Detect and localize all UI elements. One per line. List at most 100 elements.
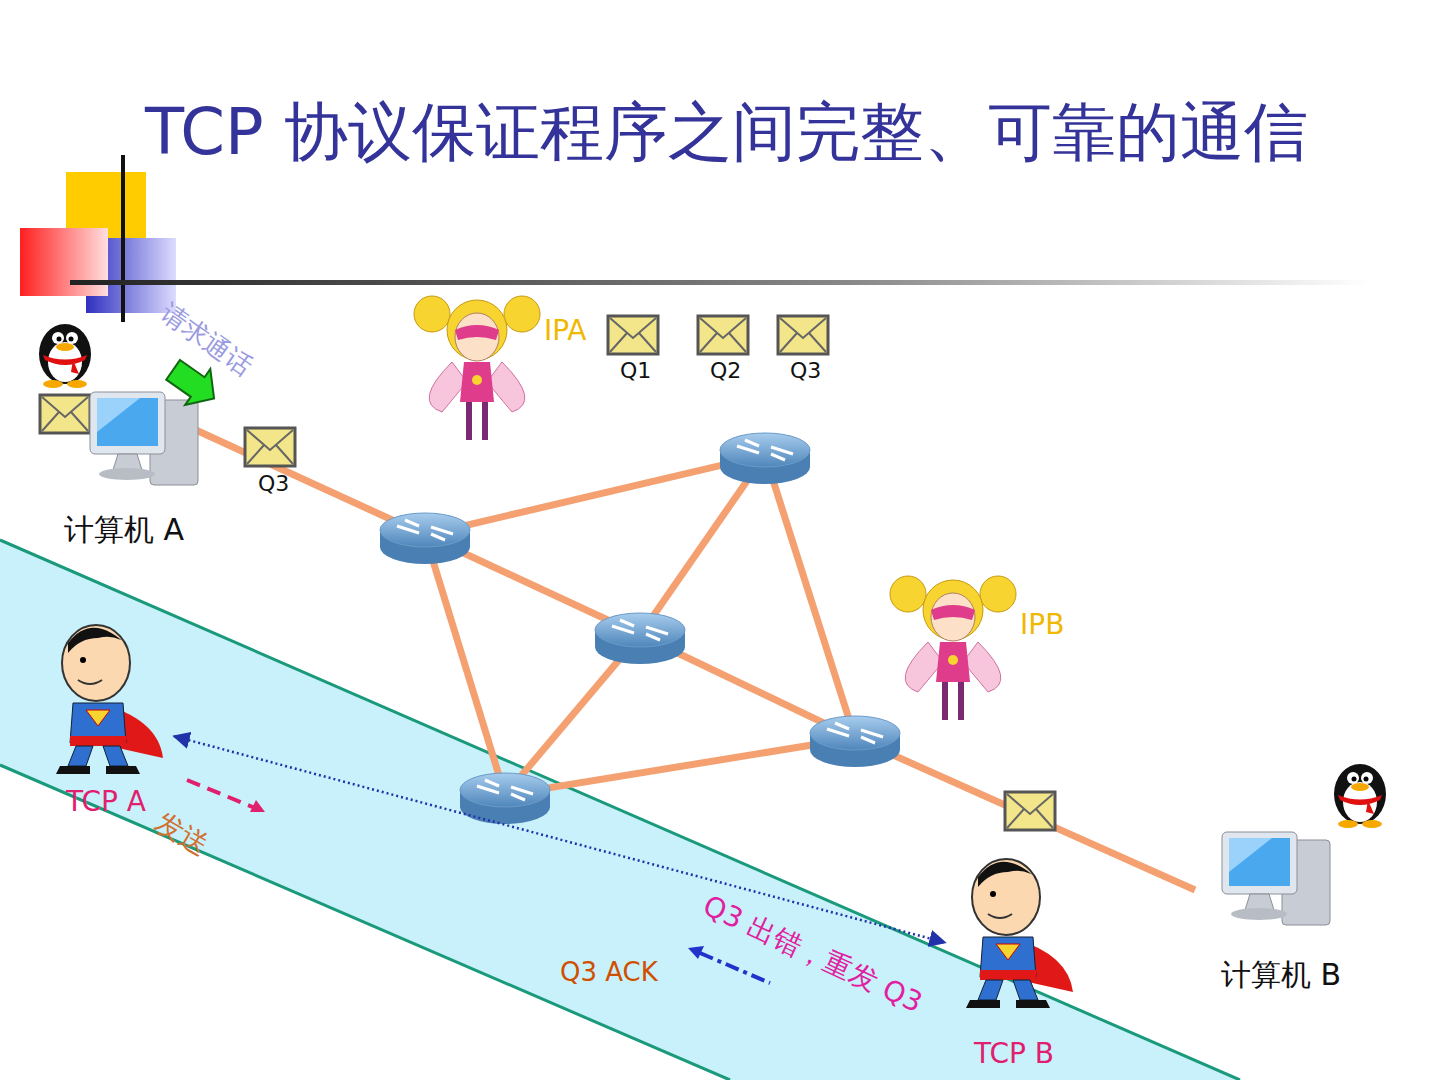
computer-node: 计算机 B (1198, 832, 1364, 992)
girl-leg (958, 682, 964, 720)
monitor-base (99, 468, 155, 480)
router-arrow (835, 723, 849, 729)
router-arrow (405, 520, 419, 526)
router-arrow (431, 527, 453, 534)
penguin-eye (66, 332, 78, 344)
hero-legs (68, 746, 128, 766)
router-icon (380, 513, 470, 564)
penguin-foot (1362, 820, 1382, 828)
packet-label: Q2 (710, 358, 741, 383)
penguin-body (1334, 764, 1386, 824)
band-border (0, 765, 730, 1080)
girl-leg (482, 402, 488, 440)
router-arrow (612, 626, 634, 633)
router-top (810, 716, 900, 750)
router-arrow (737, 446, 759, 453)
penguin-beak (1351, 783, 1369, 791)
router-arrow (827, 729, 849, 736)
note-label: Q3 ACK (560, 958, 658, 988)
penguin-foot (43, 380, 63, 388)
router-arrow (511, 794, 525, 800)
packet-label: Q1 (620, 358, 651, 383)
network-link (765, 455, 855, 738)
girl-hair (504, 296, 540, 332)
girl-emblem (948, 655, 958, 665)
network-link (505, 738, 855, 795)
computer-icon (1222, 832, 1330, 925)
girl-hair (890, 576, 926, 612)
penguin-icon (39, 324, 91, 388)
router-arrow (861, 730, 883, 737)
tcp-hero-figure (56, 625, 163, 774)
screen-glare (1229, 838, 1272, 872)
deco-square (20, 228, 108, 296)
deco-line (121, 155, 125, 322)
send-arrow-line (187, 780, 255, 808)
penguin-icon (1334, 764, 1386, 828)
router-arrow (771, 447, 793, 454)
hero-trunks (980, 970, 1036, 980)
tcp-hero-figure (966, 859, 1073, 1008)
router-icon (810, 716, 900, 767)
computer-node: 计算机 A (45, 392, 203, 547)
note-label: 请求通话 (155, 298, 257, 382)
ack-arrow-line (700, 953, 770, 983)
network-link (425, 535, 505, 795)
router-arrow (477, 786, 499, 793)
hero-eye (990, 891, 996, 897)
girl-hair (447, 300, 507, 360)
monitor-screen (1229, 838, 1290, 886)
router-icon (720, 433, 810, 484)
girl-hair (414, 296, 450, 332)
router-arrow (431, 534, 445, 540)
envelope-fold (700, 318, 746, 352)
girl-emblem (472, 375, 482, 385)
hero-legs (978, 980, 1038, 1000)
monitor-frame (1222, 832, 1297, 894)
slide-title: TCP 协议保证程序之间完整、可靠的通信 (145, 88, 1385, 176)
penguin-scarf (1338, 795, 1382, 814)
girl-cape (429, 362, 525, 412)
hero-head (972, 859, 1040, 935)
router-arrow (511, 787, 533, 794)
envelope-fold (247, 430, 293, 464)
monitor-screen (97, 398, 158, 446)
girl-hair (980, 576, 1016, 612)
envelope-icon (40, 395, 90, 433)
router-top (720, 433, 810, 467)
router-arrow (771, 454, 785, 460)
girl-face (455, 313, 499, 361)
network-link (185, 425, 425, 535)
penguin-beak (56, 343, 74, 351)
ip-label: IPA (544, 315, 587, 347)
monitor-stand (1245, 894, 1274, 910)
penguin-scarf (43, 355, 87, 374)
router-arrow (745, 440, 759, 446)
envelope-icon (245, 428, 295, 466)
girl-hair (923, 580, 983, 640)
girl-body (936, 642, 970, 682)
girl-leg (466, 402, 472, 440)
penguin-eye (1361, 772, 1373, 784)
envelope-fold (610, 318, 656, 352)
hero-head (62, 625, 130, 701)
tcp-band (0, 540, 1240, 1080)
tcp-node: TCP B (945, 852, 1083, 1070)
hero-boots (966, 1000, 1050, 1008)
hero-eye (80, 657, 86, 663)
hero-boots (56, 766, 140, 774)
girl-leg (942, 682, 948, 720)
packet-label: Q3 (258, 471, 289, 496)
hero-hair (68, 628, 130, 653)
envelope-fold (1007, 794, 1053, 828)
envelope-icon (698, 316, 748, 354)
envelope-icon (608, 316, 658, 354)
penguin-eye (1347, 772, 1359, 784)
envelope-body (40, 395, 90, 433)
send-arrowhead (250, 800, 265, 812)
monitor-frame (90, 392, 165, 454)
envelope-body (698, 316, 748, 354)
router-top (460, 773, 550, 807)
band-border (0, 540, 1240, 1080)
tcp-connection (174, 736, 945, 942)
